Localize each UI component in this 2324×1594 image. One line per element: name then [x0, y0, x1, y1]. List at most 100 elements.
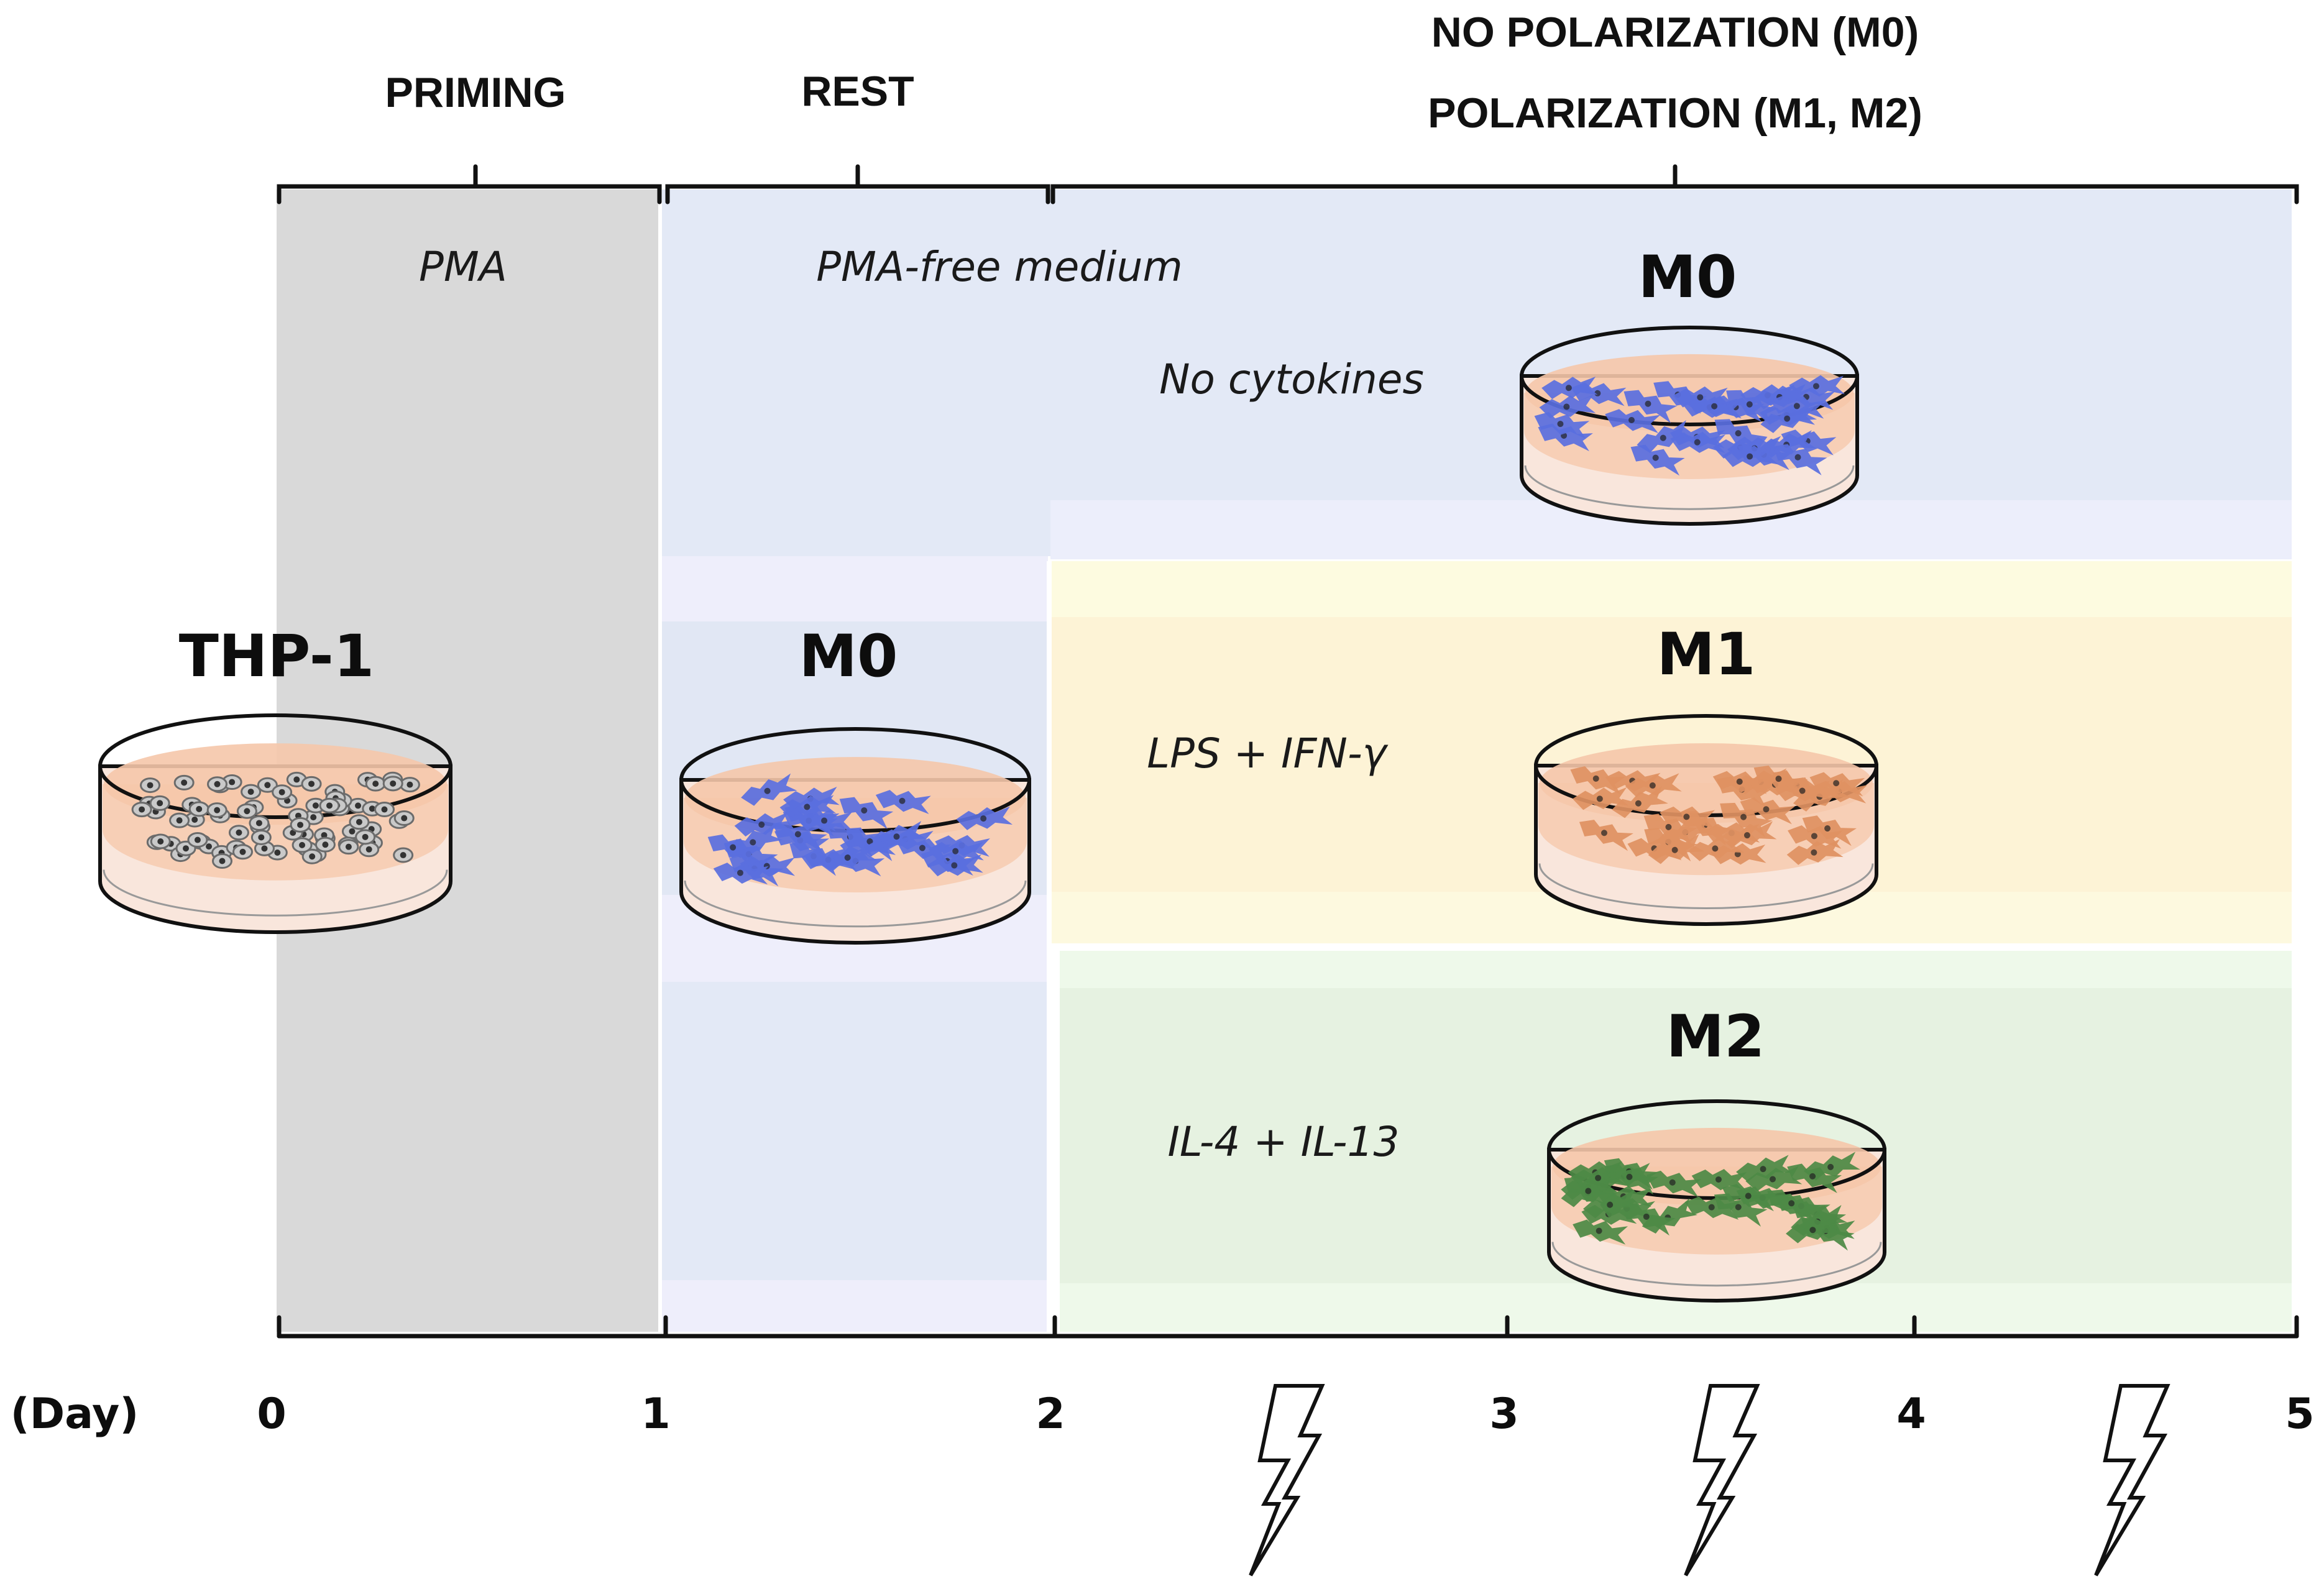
cell-nucleus: [147, 782, 154, 789]
cell-nucleus: [1712, 845, 1719, 852]
cell: [1612, 786, 1668, 818]
cell-nucleus: [191, 817, 198, 823]
cell: [1573, 787, 1629, 810]
cell: [1646, 1170, 1702, 1198]
m0-rest-culture-dish: [679, 727, 1031, 945]
tick-label-0: 0: [257, 1390, 286, 1439]
tick-label-1: 1: [641, 1390, 670, 1439]
cell-nucleus: [258, 834, 265, 841]
dish-bottom-edge: [684, 880, 1027, 928]
cell-nucleus: [952, 848, 959, 854]
cell-nucleus: [1660, 434, 1666, 441]
cell-nucleus: [219, 858, 226, 864]
polarization-header-line1: NO POLARIZATION (M0): [1431, 9, 1919, 56]
lightning-bolt-icon: [1684, 1384, 1760, 1577]
cell: [1786, 1215, 1843, 1244]
m0-final-title: M0: [1638, 244, 1737, 311]
cell-nucleus: [381, 806, 388, 813]
cell-nucleus: [1565, 385, 1572, 392]
cell-nucleus: [1683, 813, 1690, 820]
cell-nucleus: [1711, 403, 1718, 410]
cell-nucleus: [1626, 1173, 1633, 1180]
cell-nucleus: [893, 833, 900, 840]
cell-nucleus: [794, 831, 801, 838]
cell: [1670, 431, 1726, 453]
cell-nucleus: [369, 805, 375, 812]
macrophage-cells: [707, 773, 1013, 887]
cell: [1691, 1169, 1747, 1191]
dish-bottom-edge: [1524, 465, 1855, 510]
cell-nucleus: [1596, 795, 1603, 802]
cell-nucleus: [214, 807, 221, 813]
cell-nucleus: [247, 789, 254, 795]
day-axis: [277, 1315, 2299, 1339]
cell-nucleus: [181, 779, 188, 786]
rest-header: REST: [801, 68, 914, 115]
cell: [1684, 1196, 1740, 1220]
cell-nucleus: [1665, 823, 1672, 830]
cell-nucleus: [1833, 780, 1840, 787]
cell-nucleus: [919, 845, 925, 851]
macrophage-cells: [1534, 375, 1845, 476]
cell-nucleus: [194, 836, 201, 843]
cell: [1726, 390, 1779, 426]
cell-nucleus: [321, 831, 328, 838]
cell: [1740, 797, 1796, 825]
cell-nucleus: [183, 845, 190, 852]
cell: [927, 854, 983, 877]
cell-nucleus: [1735, 1204, 1742, 1211]
cell-nucleus: [326, 802, 333, 809]
priming-header: PRIMING: [385, 69, 566, 116]
cell: [875, 790, 931, 815]
cell: [741, 773, 797, 806]
cell-nucleus: [278, 789, 285, 795]
cell-nucleus: [244, 808, 250, 815]
cell: [839, 797, 894, 830]
cell: [1582, 1189, 1640, 1219]
cell-nucleus: [1812, 383, 1819, 390]
cell-nucleus: [1669, 1179, 1676, 1186]
cell-nucleus: [1607, 1201, 1614, 1208]
cell: [1579, 820, 1633, 851]
cell-nucleus: [1715, 1176, 1722, 1183]
dish-rim: [1520, 326, 1859, 426]
cell: [1770, 395, 1826, 419]
cell-nucleus: [1635, 800, 1642, 807]
cell-nucleus: [1592, 775, 1599, 782]
cell: [1802, 815, 1857, 846]
cell-nucleus: [1628, 416, 1635, 423]
cell-nucleus: [1601, 830, 1607, 836]
m2-stimulus-label: IL-4 + IL-13: [1167, 1118, 1399, 1166]
cell: [1809, 772, 1865, 797]
cell-nucleus: [355, 802, 362, 809]
cell-nucleus: [1596, 1227, 1602, 1234]
cell-nucleus: [1824, 825, 1831, 832]
cell-nucleus: [1793, 403, 1800, 410]
axis-unit-label: (Day): [11, 1390, 139, 1439]
cell-nucleus: [1811, 833, 1817, 840]
cell-nucleus: [401, 815, 408, 822]
dish-rim: [98, 713, 452, 819]
cell-nucleus: [861, 807, 868, 814]
cell: [1573, 1219, 1628, 1245]
cell-nucleus: [1557, 421, 1564, 428]
cell-nucleus: [821, 817, 828, 824]
cell-nucleus: [1671, 846, 1678, 853]
cell: [1722, 445, 1779, 467]
cell-nucleus: [951, 862, 958, 869]
cell: [1736, 1155, 1793, 1182]
m1-title: M1: [1657, 621, 1756, 689]
polarization-header-line2: POLARIZATION (M1, M2): [1428, 89, 1922, 137]
cell-nucleus: [372, 781, 379, 787]
cell-nucleus: [349, 828, 356, 835]
cell-nucleus: [1697, 394, 1704, 401]
cell-nucleus: [1645, 400, 1651, 407]
rest-bracket: [665, 164, 1050, 204]
cell-nucleus: [1735, 430, 1742, 437]
cell-nucleus: [214, 781, 221, 787]
m0-polarization-panel: [661, 190, 2292, 556]
cell: [797, 810, 853, 831]
pma-free-label: PMA-free medium: [816, 243, 1183, 291]
pma-label: PMA: [419, 243, 507, 291]
cell-nucleus: [299, 841, 306, 848]
